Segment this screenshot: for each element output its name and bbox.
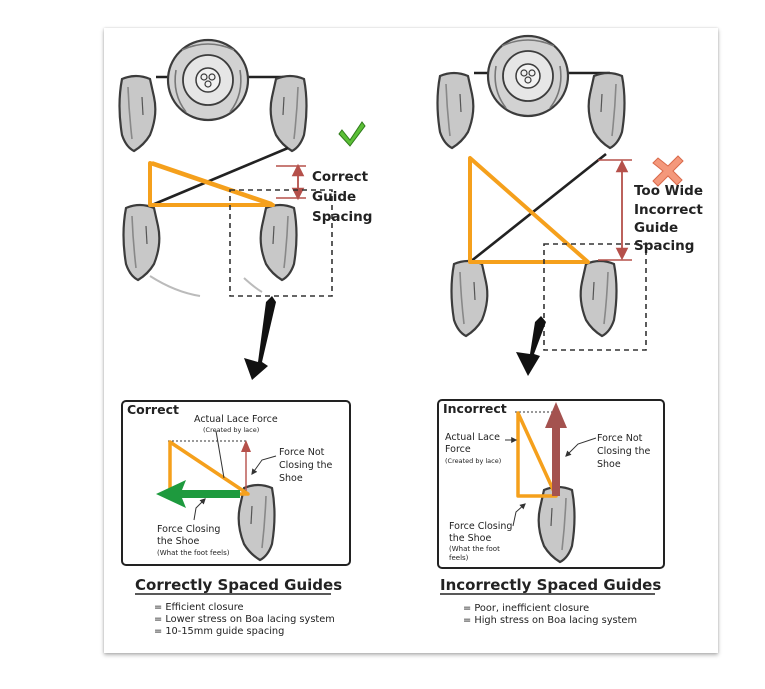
- zoom-arrow: [516, 316, 546, 376]
- summary-item-3: = 10-15mm guide spacing: [154, 626, 284, 637]
- actual-lace-force-line-1: Actual Lace: [445, 432, 500, 443]
- x-mark-icon: [652, 155, 684, 187]
- force-not-closing-line-1: Force Not: [597, 433, 643, 444]
- correct-force-box: Correct Actual Lace Force (Created by la…: [121, 400, 351, 566]
- force-closing-line-1: Force Closing: [157, 524, 220, 535]
- boa-dial: [166, 38, 250, 122]
- correct-spacing-label-2: Guide: [312, 189, 356, 205]
- lace-triangle: [516, 411, 558, 498]
- check-mark-icon: [338, 121, 366, 147]
- guide-bottom-right: [579, 259, 618, 338]
- summary-heading: Incorrectly Spaced Guides: [440, 576, 661, 594]
- correct-spacing-label-3: Spacing: [312, 209, 372, 225]
- summary-item-1: = Poor, inefficient closure: [463, 603, 589, 614]
- force-not-closing-line-3: Shoe: [597, 459, 621, 470]
- guide-top-right: [587, 71, 626, 150]
- force-not-closing-line-2: Closing the: [597, 446, 650, 457]
- incorrect-summary: Incorrectly Spaced Guides = Poor, ineffi…: [440, 576, 661, 626]
- force-closing-arrow: [156, 480, 240, 508]
- actual-lace-force-line-2: Force: [445, 444, 471, 455]
- actual-lace-force-label: Actual Lace Force: [194, 414, 278, 425]
- guide-top-left: [118, 74, 157, 153]
- correct-spacing-label-1: Correct: [312, 169, 369, 185]
- force-not-closing-line-3: Shoe: [279, 473, 303, 484]
- lace: [151, 146, 289, 207]
- force-closing-line-1: Force Closing: [449, 521, 512, 532]
- zoom-box: [229, 189, 333, 297]
- force-closing-line-2: the Shoe: [157, 536, 199, 547]
- guide-bottom-left: [450, 259, 489, 338]
- incorrect-spacing-label-4: Spacing: [634, 238, 694, 254]
- summary-item-1: = Efficient closure: [154, 602, 244, 613]
- force-not-closing-line-2: Closing the: [279, 460, 332, 471]
- lace: [469, 152, 607, 264]
- force-not-closing-arrow: [552, 424, 560, 496]
- force-not-closing-arrow: [241, 440, 251, 452]
- incorrect-spacing-label-1: Too Wide: [634, 183, 703, 199]
- box-title: Incorrect: [443, 401, 507, 416]
- force-closing-line-2: the Shoe: [449, 533, 491, 544]
- incorrect-spacing-label-3: Guide: [634, 220, 678, 236]
- box-title: Correct: [127, 402, 179, 417]
- zoom-box: [543, 243, 647, 351]
- incorrect-spacing-label-2: Incorrect: [634, 202, 703, 218]
- summary-item-2: = Lower stress on Boa lacing system: [154, 614, 335, 625]
- guide-bottom-right: [259, 203, 298, 282]
- guide-bottom-left: [122, 203, 161, 282]
- actual-lace-force-sub: (Created by lace): [203, 426, 259, 434]
- incorrect-spacing-illustration: Too Wide Incorrect Guide Spacing: [436, 34, 703, 376]
- incorrect-force-box: Incorrect Actual Lace Force (Created by …: [437, 399, 665, 569]
- force-closing-sub-1: (What the foot: [449, 545, 500, 553]
- summary-heading: Correctly Spaced Guides: [135, 576, 342, 594]
- correct-spacing-illustration: Correct Guide Spacing: [118, 38, 372, 380]
- zoom-arrow: [244, 296, 276, 380]
- guide-top-right: [269, 74, 308, 153]
- lace-triangle: [468, 156, 590, 264]
- force-closing-sub: (What the foot feels): [157, 549, 230, 557]
- actual-lace-force-sub: (Created by lace): [445, 457, 501, 465]
- guide-top-left: [436, 71, 475, 150]
- correct-summary: Correctly Spaced Guides = Efficient clos…: [135, 576, 342, 637]
- force-closing-sub-2: feels): [449, 554, 469, 562]
- boa-dial: [486, 34, 570, 118]
- summary-item-2: = High stress on Boa lacing system: [463, 615, 637, 626]
- force-not-closing-line-1: Force Not: [279, 447, 325, 458]
